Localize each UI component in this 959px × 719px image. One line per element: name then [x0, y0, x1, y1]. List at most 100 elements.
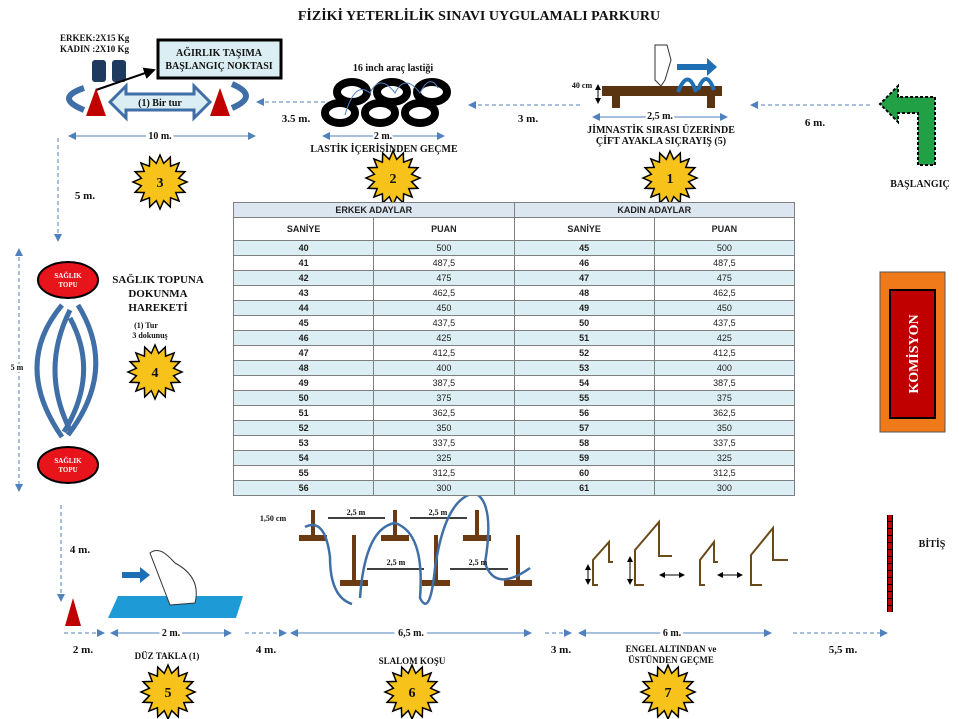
station-number: 6: [409, 686, 416, 701]
points-cell: 437,5: [373, 315, 515, 331]
station-number: 7: [665, 686, 672, 701]
score-table: ERKEK ADAYLAR KADIN ADAYLAR SANİYE PUAN …: [232, 202, 796, 496]
bench-length: 2,5 m.: [647, 111, 673, 122]
station7-label-1: ENGEL ALTINDAN ve: [626, 644, 717, 654]
spacing-label: 2,5 m: [469, 558, 488, 567]
column-header: PUAN: [373, 217, 515, 241]
gym-bench-icon: [602, 44, 722, 108]
seconds-cell: 45: [513, 240, 655, 256]
seconds-cell: 44: [232, 300, 375, 316]
seconds-cell: 49: [232, 375, 375, 391]
station-number: 1: [667, 172, 674, 187]
slalom-length: 6,5 m.: [398, 628, 424, 639]
seconds-cell: 48: [232, 360, 375, 376]
seconds-cell: 53: [232, 435, 375, 451]
points-cell: 362,5: [373, 405, 515, 421]
seconds-cell: 46: [232, 330, 375, 346]
weights-icon: [92, 60, 126, 82]
points-cell: 350: [373, 420, 515, 436]
station4-label-2: DOKUNMA: [128, 288, 187, 300]
points-cell: 312,5: [653, 465, 796, 481]
station2-label: LASTİK İÇERİSİNDEN GEÇME: [310, 143, 458, 155]
points-cell: 300: [653, 480, 796, 496]
cone-icon: [210, 88, 230, 116]
bench-height: 40 cm: [572, 81, 593, 90]
distance-start-1: 6 m.: [805, 117, 825, 129]
station-1-star-icon: 1: [641, 149, 699, 207]
station6-label: SLALOM KOŞU: [379, 656, 446, 666]
points-cell: 300: [373, 480, 515, 496]
turn-arrow-icon: [230, 81, 249, 111]
distance-3-4: 5 m.: [75, 190, 95, 202]
station1-label-2: ÇİFT AYAKLA SIÇRAYIŞ (5): [596, 135, 726, 147]
svg-text:SAĞLIK: SAĞLIK: [54, 272, 82, 280]
weights-male: ERKEK:2X15 Kg: [60, 33, 130, 43]
station-5-star-icon: 5: [139, 663, 197, 719]
seconds-cell: 52: [232, 420, 375, 436]
seconds-cell: 61: [513, 480, 655, 496]
mat-length: 2 m.: [162, 628, 181, 639]
hurdles-icon: [592, 519, 788, 586]
seconds-cell: 47: [513, 270, 655, 286]
station-7-star-icon: 7: [639, 663, 697, 719]
seconds-cell: 51: [232, 405, 375, 421]
seconds-cell: 58: [513, 435, 655, 451]
commission-label: KOMİSYON: [905, 314, 922, 393]
seconds-cell: 54: [232, 450, 375, 466]
points-cell: 487,5: [373, 255, 515, 271]
seconds-cell: 53: [513, 360, 655, 376]
points-cell: 387,5: [373, 375, 515, 391]
points-cell: 475: [653, 270, 796, 286]
points-cell: 462,5: [653, 285, 796, 301]
points-cell: 325: [653, 450, 796, 466]
station-2-star-icon: 2: [364, 149, 422, 207]
lap-arrow-icon: [107, 82, 213, 122]
weight-length: 10 m.: [148, 131, 172, 142]
points-cell: 475: [373, 270, 515, 286]
points-cell: 425: [373, 330, 515, 346]
distance-5-6: 4 m.: [256, 644, 276, 656]
seconds-cell: 48: [513, 285, 655, 301]
seconds-cell: 46: [513, 255, 655, 271]
direction-arrow-icon: [122, 567, 150, 583]
seconds-cell: 41: [232, 255, 375, 271]
points-cell: 400: [653, 360, 796, 376]
loop-arrows-icon: [34, 303, 99, 439]
spacing-lines: [328, 517, 508, 570]
seconds-cell: 45: [232, 315, 375, 331]
svg-text:TOPU: TOPU: [58, 281, 77, 289]
start-label: BAŞLANGIÇ: [890, 179, 949, 190]
station7-label-2: ÜSTÜNDEN GEÇME: [628, 655, 714, 665]
spacing-label: 2,5 m: [387, 558, 406, 567]
points-cell: 375: [373, 390, 515, 406]
column-header: PUAN: [653, 217, 796, 241]
hurdles-length: 6 m.: [663, 628, 682, 639]
station4-touches: 3 dokunuş: [132, 331, 167, 340]
health-ball-top: SAĞLIK TOPU: [37, 261, 99, 299]
station4-lap: (1) Tur: [134, 321, 158, 330]
seconds-cell: 59: [513, 450, 655, 466]
distance-6-7: 3 m.: [551, 644, 571, 656]
station1-label-1: JİMNASTİK SIRASI ÜZERİNDE: [587, 123, 735, 136]
seconds-cell: 52: [513, 345, 655, 361]
points-cell: 337,5: [653, 435, 796, 451]
seconds-cell: 42: [232, 270, 375, 286]
seconds-cell: 51: [513, 330, 655, 346]
points-cell: 462,5: [373, 285, 515, 301]
seconds-cell: 40: [232, 240, 375, 256]
points-cell: 412,5: [653, 345, 796, 361]
column-header: SANİYE: [232, 217, 375, 241]
turn-arrow-icon: [66, 85, 86, 113]
